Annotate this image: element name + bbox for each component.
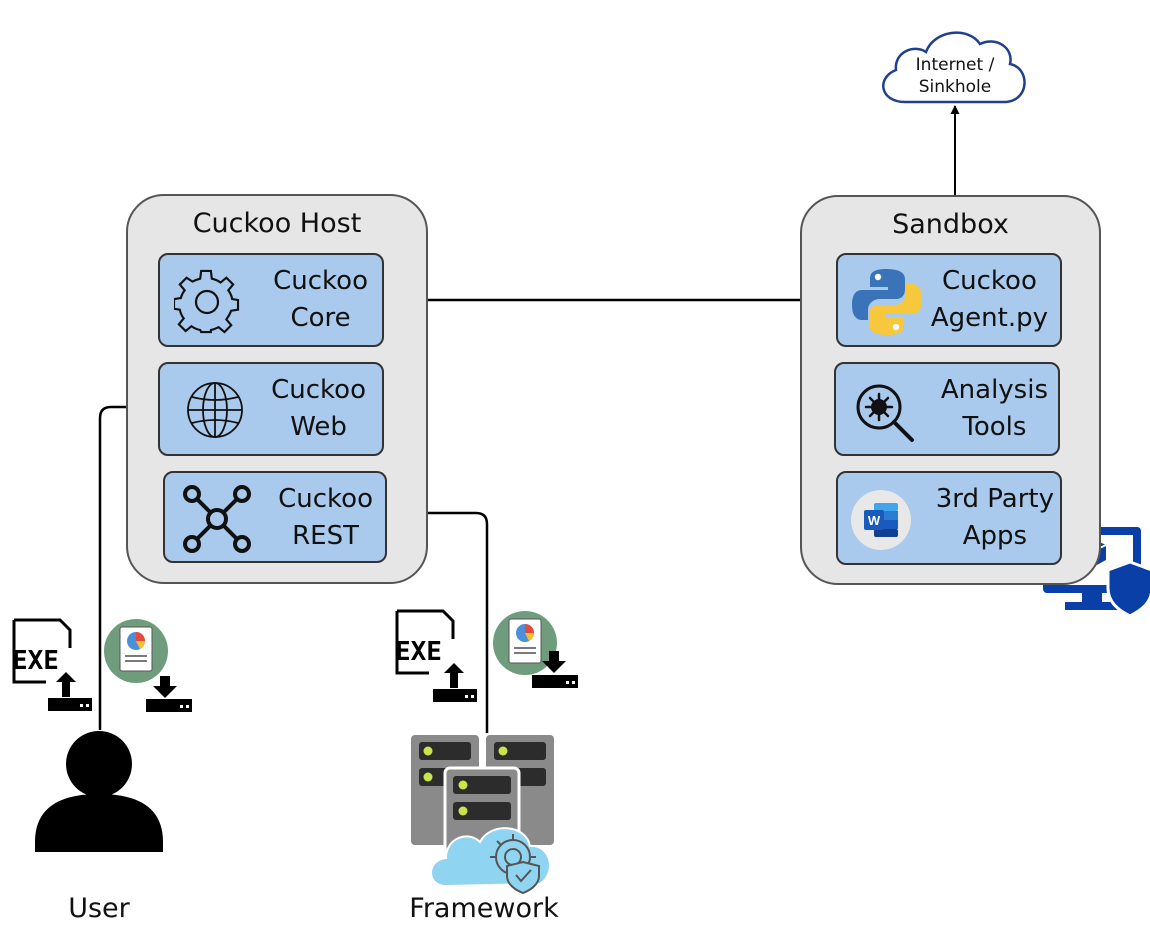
cuckoo-agent-line2: Agent.py <box>930 303 1048 333</box>
gear-icon <box>174 269 240 334</box>
cuckoo-agent-line1: Cuckoo <box>942 266 1037 296</box>
cuckoo-web-line1: Cuckoo <box>271 375 366 405</box>
third-party-apps-component: W 3rd Party Apps <box>836 471 1062 565</box>
cuckoo-web-line2: Web <box>290 412 347 442</box>
virus-magnifier-icon <box>856 384 914 442</box>
exe-text: EXE <box>12 646 59 676</box>
user-to-web-arrow <box>98 401 158 730</box>
analysis-tools-line1: Analysis <box>940 375 1048 405</box>
network-nodes-icon <box>183 485 251 553</box>
framework-servers-icon <box>411 735 554 895</box>
cloud-label-line2: Sinkhole <box>918 77 992 97</box>
cuckoo-core-component: Cuckoo Core <box>158 253 384 347</box>
framework-to-rest-arrow <box>393 507 489 733</box>
cuckoo-rest-line1: Cuckoo <box>278 484 373 514</box>
cuckoo-rest-component: Cuckoo REST <box>163 471 387 563</box>
python-logo-icon <box>852 269 922 335</box>
internet-sinkhole-label: Internet / Sinkhole <box>896 54 1014 98</box>
report-download-icon <box>104 619 192 712</box>
internet-sinkhole-cloud-icon <box>882 31 1026 104</box>
cuckoo-web-component: Cuckoo Web <box>158 362 384 456</box>
cuckoo-core-line1: Cuckoo <box>273 266 368 296</box>
cuckoo-rest-line2: REST <box>292 521 359 551</box>
third-party-apps-label: 3rd Party Apps <box>936 481 1054 555</box>
cuckoo-core-line2: Core <box>290 303 351 333</box>
cuckoo-agent-label: Cuckoo Agent.py <box>931 263 1048 337</box>
analysis-tools-component: Analysis Tools <box>834 362 1060 456</box>
cloud-label-line1: Internet / <box>915 55 995 75</box>
sandbox-title: Sandbox <box>892 209 1009 240</box>
svg-text:W: W <box>868 513 881 528</box>
analysis-tools-label: Analysis Tools <box>941 372 1048 446</box>
cuckoo-core-label: Cuckoo Core <box>273 263 368 337</box>
framework-label: Framework <box>409 893 559 924</box>
report-download-icon <box>493 611 578 688</box>
exe-upload-icon: EXE <box>12 618 92 711</box>
user-label: User <box>68 893 130 924</box>
globe-icon <box>187 382 243 438</box>
cuckoo-host-title: Cuckoo Host <box>192 208 362 239</box>
user-person-icon <box>35 731 163 852</box>
analysis-tools-line2: Tools <box>962 412 1027 442</box>
cuckoo-web-label: Cuckoo Web <box>271 372 366 446</box>
cuckoo-rest-label: Cuckoo REST <box>278 481 373 555</box>
exe-text: EXE <box>395 637 442 667</box>
third-party-apps-line1: 3rd Party <box>935 484 1054 514</box>
exe-upload-icon: EXE <box>395 609 477 702</box>
third-party-apps-line2: Apps <box>962 521 1028 551</box>
cuckoo-agent-component: Cuckoo Agent.py <box>836 253 1062 347</box>
word-app-icon: W <box>851 490 911 550</box>
